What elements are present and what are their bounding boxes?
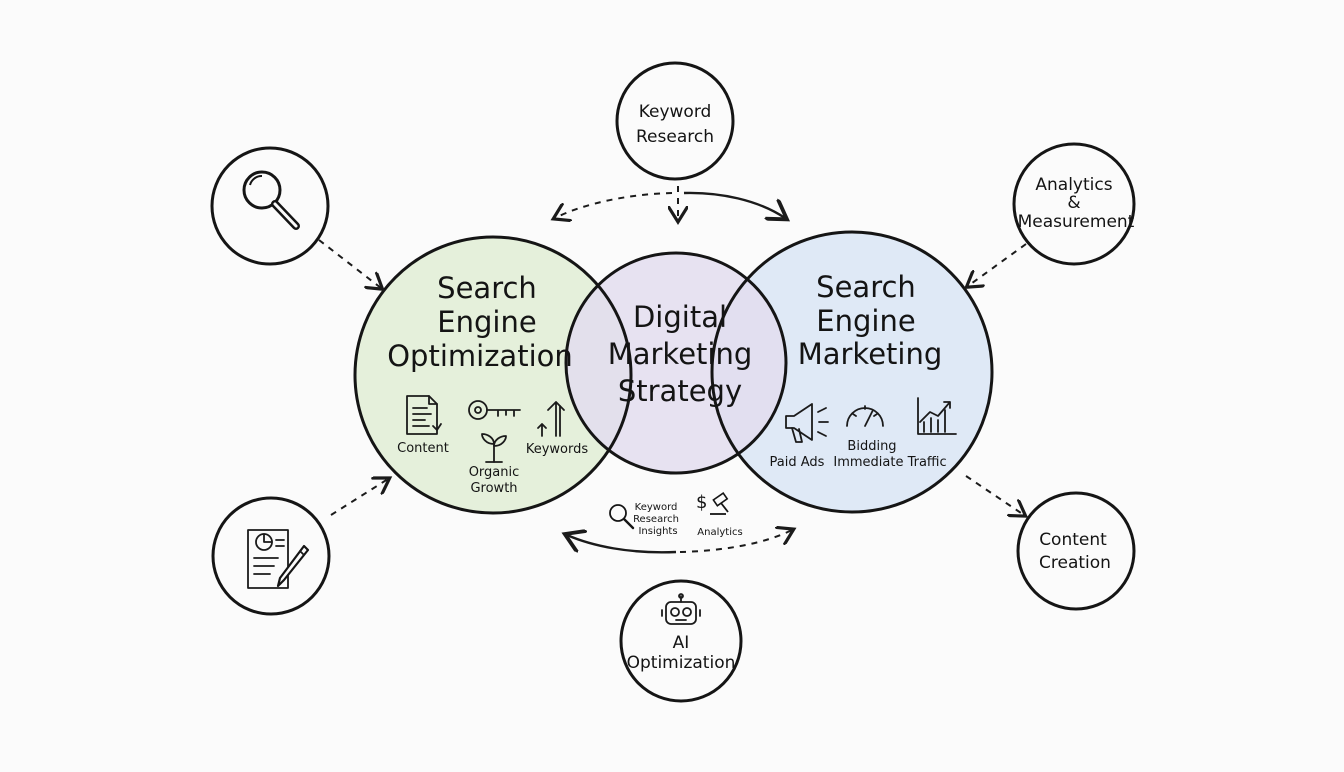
report-pencil-icon	[247, 529, 310, 589]
seo-organic-label-line1: Organic	[469, 465, 520, 480]
center-circle-outline	[564, 251, 788, 475]
magnifier-icon	[242, 170, 300, 230]
connector-sem-to-content	[965, 475, 1024, 515]
bottom-analytics-label: Analytics	[697, 527, 742, 538]
keyword-research-node	[615, 61, 735, 181]
analytics-line1: Analytics	[1035, 175, 1112, 195]
sprout-icon	[481, 433, 507, 463]
gauge-icon	[846, 405, 884, 427]
robot-icon	[661, 593, 701, 625]
bottom-curve-right	[679, 530, 792, 553]
seo-title-line1: Search	[437, 271, 537, 305]
analytics-node	[1012, 142, 1136, 266]
seo-content-label: Content	[397, 441, 449, 456]
top-curve-right	[683, 191, 785, 218]
seo-title-line2: Engine	[437, 305, 536, 339]
insights-line2: Research	[633, 514, 679, 525]
sem-bidding-label: Bidding	[847, 439, 896, 454]
seo-title-line3: Optimization	[387, 339, 573, 373]
sem-title-line2: Engine	[816, 304, 915, 338]
dollar-gavel-icon: $	[696, 491, 729, 515]
sem-immediate-traffic-label: Immediate Traffic	[833, 455, 946, 470]
seo-circle-fill	[355, 237, 631, 513]
content-creation-line1: Content	[1039, 530, 1107, 550]
insights-line1: Keyword	[635, 502, 678, 513]
connector-analytics-to-sem	[968, 243, 1027, 286]
keyword-research-line2: Research	[636, 127, 714, 147]
magnifier-node	[210, 146, 330, 266]
sem-title-line3: Marketing	[798, 337, 943, 371]
center-title-line1: Digital	[633, 300, 727, 334]
keyword-research-line1: Keyword	[639, 102, 712, 122]
sem-paid-ads-label: Paid Ads	[770, 455, 825, 470]
connector-magnifier-to-seo	[318, 239, 381, 288]
document-icon	[406, 395, 442, 435]
sem-circle-fill	[712, 232, 992, 512]
seo-organic-label-line2: Growth	[470, 481, 517, 496]
top-curve-left	[555, 192, 673, 218]
megaphone-icon	[785, 403, 829, 443]
center-title-line3: Strategy	[618, 374, 742, 408]
bar-chart-icon	[917, 397, 957, 435]
content-creation-line2: Creation	[1039, 553, 1111, 573]
content-creation-node	[1016, 491, 1136, 611]
ai-line2: Optimization	[627, 653, 736, 673]
center-circle-fill	[566, 253, 786, 473]
key-icon	[468, 400, 521, 420]
sem-title-line1: Search	[816, 270, 916, 304]
svg-text:$: $	[696, 492, 707, 513]
center-title-line2: Marketing	[608, 337, 753, 371]
small-magnifier-icon	[609, 504, 635, 530]
insights-line3: Insights	[638, 526, 677, 537]
connector-report-to-seo	[330, 479, 388, 516]
ai-line1: AI	[673, 633, 690, 653]
seo-keywords-label: Keywords	[526, 442, 589, 457]
ai-optimization-node	[619, 579, 743, 703]
sem-circle-outline	[710, 230, 994, 514]
up-arrows-icon	[537, 401, 565, 437]
seo-circle-outline	[353, 235, 633, 515]
analytics-line2: &	[1067, 193, 1080, 213]
bottom-curve-left	[567, 535, 677, 554]
report-node	[211, 496, 331, 616]
analytics-line3: Measurement	[1018, 212, 1135, 232]
